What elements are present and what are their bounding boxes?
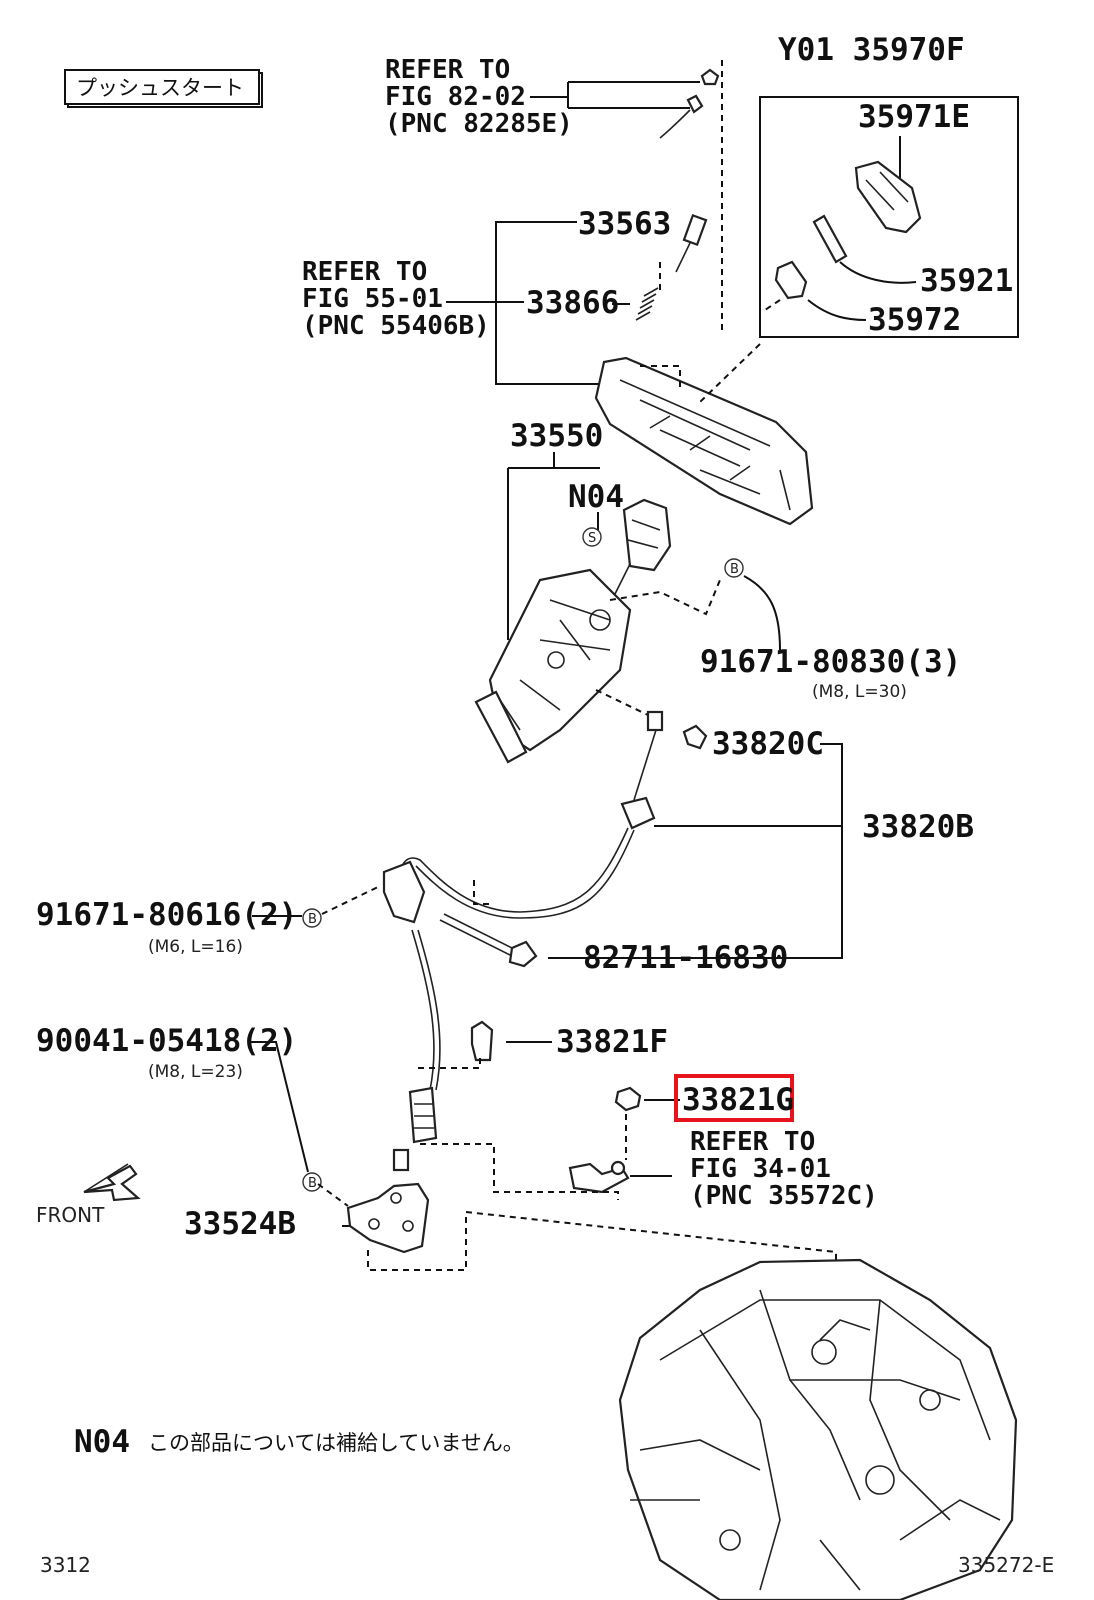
spec-91671-80830: (M8, L=30) (812, 682, 907, 702)
note-code: N04 (74, 1424, 130, 1460)
n04-tag: N04 (568, 479, 624, 515)
s-callout-label: S (588, 531, 596, 546)
tie-strap-drawing (439, 913, 538, 968)
part-33820c: 33820C (712, 726, 824, 762)
part-35921: 35921 (920, 263, 1013, 299)
nut-33821g-drawing (614, 1086, 642, 1112)
cable-33820b-drawing (382, 796, 656, 1172)
ref3-line1: REFER TO (690, 1127, 815, 1157)
part-91671-80830: 91671-80830(3) (700, 644, 961, 680)
footer-left-code: 3312 (40, 1553, 91, 1577)
s-callout: S (582, 527, 602, 547)
b-callout-1: B (724, 558, 744, 578)
shift-cover-drawing (594, 356, 814, 526)
footer-right-code: 335272-E (958, 1553, 1054, 1577)
spring-33866-drawing (635, 287, 659, 321)
cable-end-drawing (633, 710, 708, 801)
part-33524b: 33524B (184, 1206, 296, 1242)
part-33563: 33563 (578, 206, 671, 242)
front-arrow-icon (83, 1163, 141, 1202)
part-82711-16830: 82711-16830 (583, 940, 788, 976)
b-callout-2-label: B (308, 912, 317, 927)
transmission-drawing (618, 1258, 1018, 1600)
part-33550: 33550 (510, 418, 603, 454)
ref3-line2: FIG 34-01 (690, 1154, 831, 1184)
connector-drawing (659, 68, 720, 139)
spec-91671-80616: (M6, L=16) (148, 937, 243, 957)
ref2-line3: (PNC 55406B) (302, 311, 490, 341)
part-33821g: 33821G (682, 1082, 794, 1118)
bracket-33524b-drawing (346, 1182, 430, 1254)
note-text: この部品については補給していません。 (148, 1431, 524, 1455)
ref2-line2: FIG 55-01 (302, 284, 443, 314)
front-label: FRONT (36, 1203, 105, 1227)
b-callout-1-label: B (730, 562, 739, 577)
part-33820b: 33820B (862, 809, 974, 845)
ref3-line3: (PNC 35572C) (690, 1181, 878, 1211)
part-35971e: 35971E (858, 99, 970, 135)
b-callout-3-label: B (308, 1176, 317, 1191)
part-33866: 33866 (526, 285, 619, 321)
bracket-35572c-drawing (568, 1160, 630, 1194)
spec-90041-05418: (M8, L=23) (148, 1062, 243, 1082)
push-start-label-box: プッシュスタート (64, 69, 263, 108)
part-35972: 35972 (868, 302, 961, 338)
refer-fig-82-02: REFER TO FIG 82-02 (PNC 82285E) (385, 55, 700, 139)
pin-33563-drawing (675, 213, 708, 273)
ref1-line3: (PNC 82285E) (385, 109, 573, 139)
ref1-line2: FIG 82-02 (385, 82, 526, 112)
b-callout-2: B (302, 908, 322, 928)
push-start-label: プッシュスタート (76, 76, 244, 100)
bracket-35921-drawing (812, 214, 848, 264)
ref2-line1: REFER TO (302, 257, 427, 287)
shift-lever-assembly-drawing (474, 498, 672, 764)
group-box-35970f (759, 96, 1019, 338)
clip-33821f-drawing (470, 1020, 494, 1062)
highlight-33821g (674, 1074, 794, 1122)
clip-35972-drawing (774, 260, 808, 300)
part-33821f: 33821F (556, 1024, 668, 1060)
b-callout-3: B (302, 1172, 322, 1192)
sensor-35971e-drawing (854, 160, 922, 234)
part-35970f: Y01 35970F (778, 32, 965, 68)
ref1-line1: REFER TO (385, 55, 510, 85)
